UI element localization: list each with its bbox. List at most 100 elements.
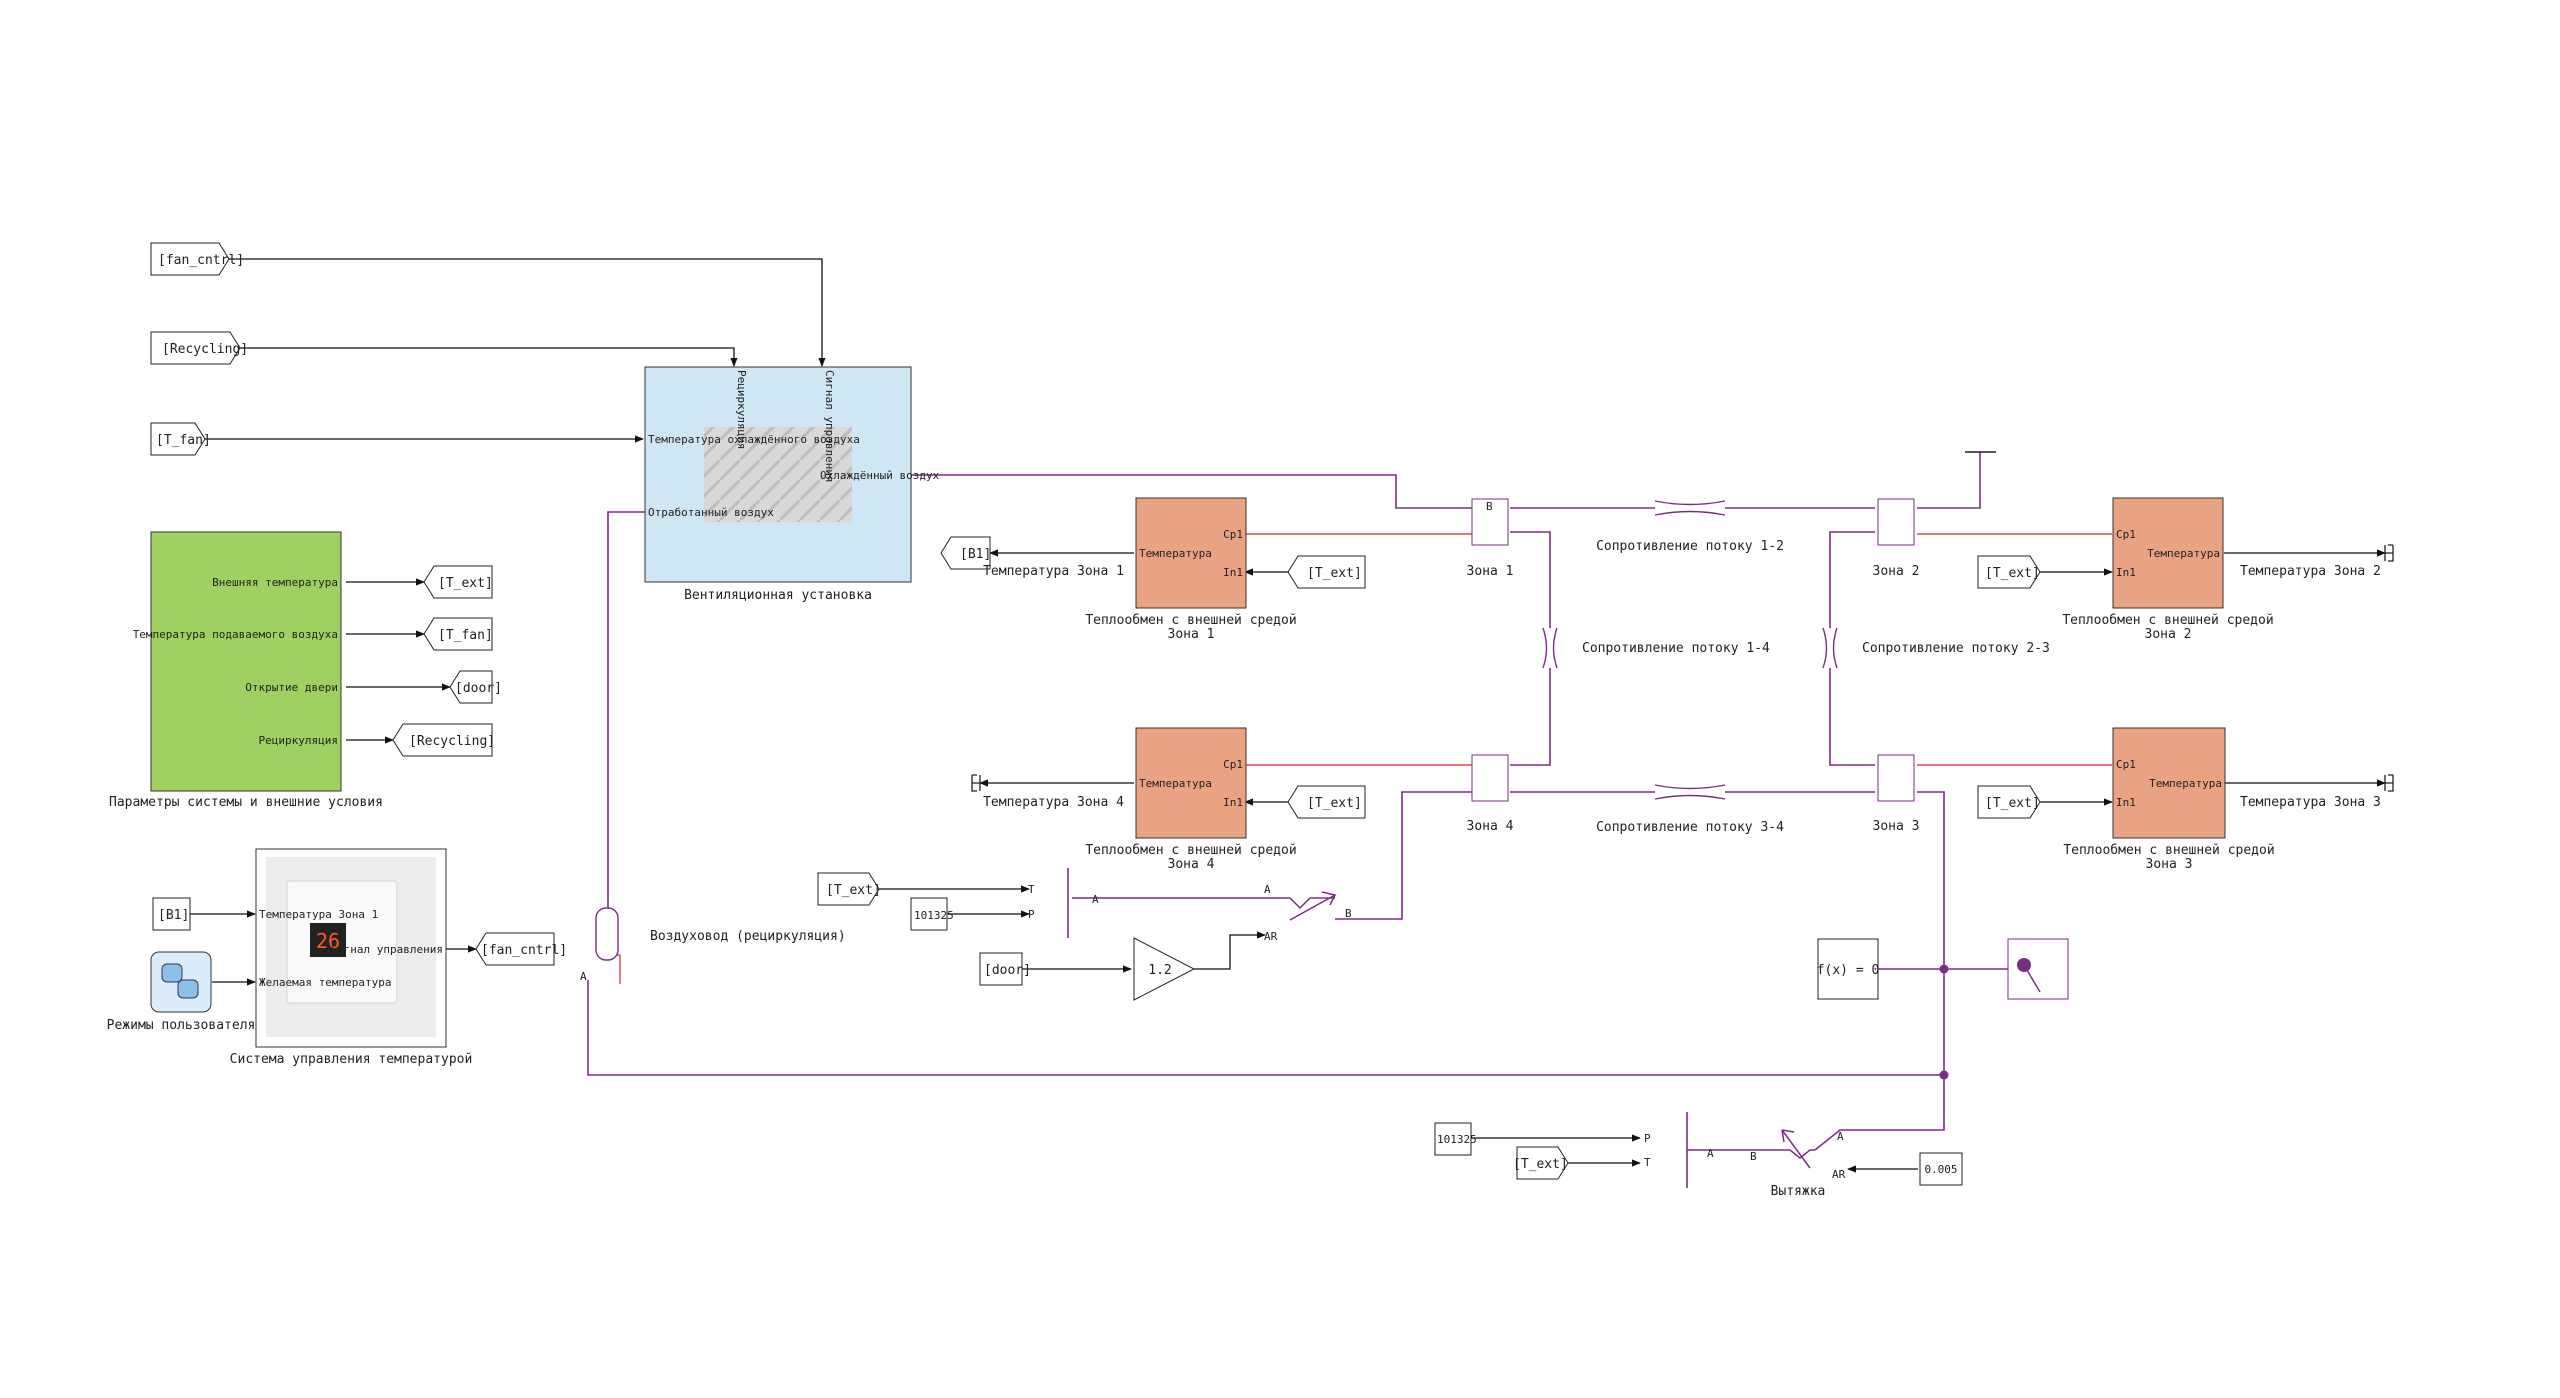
from-tag-fan-cntrl[interactable]: [fan_cntrl] xyxy=(150,242,244,276)
display-value: 26 xyxy=(316,929,340,953)
zone4-block[interactable] xyxy=(1471,754,1509,802)
port-in: In1 xyxy=(2116,566,2136,579)
port-recycling: Рециркуляция xyxy=(735,370,748,449)
from-tag-t-ext-zone1[interactable]: [T_ext] xyxy=(1287,555,1366,589)
parameters-label: Параметры системы и внешние условия xyxy=(109,795,383,810)
from-tag-t-ext-exhaust[interactable]: [T_ext] xyxy=(1513,1146,1569,1180)
from-tag-b1[interactable]: [B1] xyxy=(152,897,191,931)
goto-tag-t-fan[interactable]: [T_fan] xyxy=(423,617,493,651)
resistance-1-2[interactable] xyxy=(1654,500,1726,516)
temp-label-zone1: Температура Зона 1 xyxy=(983,564,1124,579)
from-tag-t-fan[interactable]: [T_fan] xyxy=(150,422,211,456)
port-p: P xyxy=(1028,908,1035,921)
recirculation-duct[interactable] xyxy=(595,907,619,961)
resistance-3-4[interactable] xyxy=(1654,784,1726,800)
zone3-block[interactable] xyxy=(1877,754,1915,802)
goto-tag-recycling[interactable]: [Recycling] xyxy=(392,723,495,757)
port-a: A xyxy=(1707,1147,1714,1160)
from-tag-t-ext-zone3[interactable]: [T_ext] xyxy=(1977,785,2041,819)
port-cp: Cp1 xyxy=(1223,528,1243,541)
from-tag-t-ext-zone2[interactable]: [T_ext] xyxy=(1977,555,2041,589)
terminator-zone4 xyxy=(971,774,981,792)
constant-area[interactable]: 0.005 xyxy=(1919,1152,1963,1186)
constant-value: 101325 xyxy=(1437,1133,1477,1146)
gas-properties-block[interactable] xyxy=(2007,938,2069,1000)
from-tag-recycling[interactable]: [Recycling] xyxy=(150,331,248,365)
from-tag-t-ext-zone4[interactable]: [T_ext] xyxy=(1287,785,1366,819)
tag-label: [door] xyxy=(984,963,1031,978)
resistance-1-2-label: Сопротивление потоку 1-2 xyxy=(1596,539,1784,554)
heat-exchange-zone3[interactable]: Cp1 In1 Температура xyxy=(2112,727,2226,839)
port-a: A xyxy=(1837,1130,1844,1143)
junction-node xyxy=(1939,964,1949,974)
heat-exchange-zone1[interactable]: Температура Cp1 In1 xyxy=(1135,497,1247,609)
port-a: A xyxy=(1092,893,1099,906)
heat-exchange-zone4[interactable]: Температура Cp1 In1 xyxy=(1135,727,1247,839)
exhaust-label: Вытяжка xyxy=(1771,1184,1826,1199)
port-a: A xyxy=(1264,883,1271,896)
user-modes-chart[interactable] xyxy=(150,951,212,1013)
port-ar: AR xyxy=(1832,1168,1846,1181)
goto-tag-fan-cntrl[interactable]: [fan_cntrl] xyxy=(475,932,567,966)
param-recycling: Рециркуляция xyxy=(259,734,338,747)
resistance-3-4-label: Сопротивление потоку 3-4 xyxy=(1596,820,1784,835)
goto-tag-door[interactable]: [door] xyxy=(449,670,502,704)
heat-exchange-zone2[interactable]: Cp1 In1 Температура xyxy=(2112,497,2224,609)
param-supply-temp: Температура подаваемого воздуха xyxy=(133,628,338,641)
from-tag-door[interactable]: [door] xyxy=(979,952,1031,986)
tag-label: [B1] xyxy=(158,908,189,923)
exhaust-valve-block[interactable] xyxy=(1780,1129,1815,1169)
constant-value: 101325 xyxy=(914,909,954,922)
zone1-label: Зона 1 xyxy=(1467,564,1514,579)
resistance-1-4-label: Сопротивление потоку 1-4 xyxy=(1582,641,1770,656)
gain-block[interactable]: 1.2 xyxy=(1133,937,1196,1001)
zone4-label: Зона 4 xyxy=(1467,819,1514,834)
heat-label-line1: Теплообмен с внешней средой xyxy=(1085,843,1296,858)
control-out-signal: Сигнал управления xyxy=(330,943,443,956)
gas-network xyxy=(587,451,2010,1151)
tag-label: [fan_cntrl] xyxy=(481,943,567,958)
resistance-2-3[interactable] xyxy=(1822,627,1838,669)
port-b: B xyxy=(1486,500,1493,513)
terminator-zone3 xyxy=(2384,774,2394,792)
port-cooled-air: Охлаждённый воздух xyxy=(820,469,940,482)
tag-label: [Recycling] xyxy=(162,342,248,357)
goto-tag-b1[interactable]: [B1] xyxy=(940,536,991,570)
goto-tag-t-ext[interactable]: [T_ext] xyxy=(423,565,493,599)
ventilation-unit-block[interactable]: Температура охлаждённого воздуха Охлаждё… xyxy=(644,366,940,583)
constant-pressure-exhaust[interactable]: 101325 xyxy=(1434,1122,1477,1156)
from-tag-t-ext-inlet[interactable]: [T_ext] xyxy=(817,872,881,906)
port-cp: Cp1 xyxy=(2116,528,2136,541)
temp-label-zone4: Температура Зона 4 xyxy=(983,795,1124,810)
temp-label-zone2: Температура Зона 2 xyxy=(2240,564,2381,579)
zone1-block[interactable]: B xyxy=(1471,498,1509,546)
port-exhaust-air: Отработанный воздух xyxy=(648,506,774,519)
constant-pressure-inlet[interactable]: 101325 xyxy=(910,897,954,931)
ventilation-unit-label: Вентиляционная установка xyxy=(684,588,872,603)
tag-label: [T_ext] xyxy=(1307,796,1362,811)
temperature-control-block[interactable]: 26 Температура Зона 1 Желаемая температу… xyxy=(255,848,447,1048)
tag-label: [T_ext] xyxy=(1513,1157,1568,1172)
heat-label-line2: Зона 2 xyxy=(2145,627,2192,642)
control-label: Система управления температурой xyxy=(230,1052,473,1067)
junction-node xyxy=(1939,1070,1949,1080)
port-temp-cool: Температура охлаждённого воздуха xyxy=(648,433,860,446)
heat-label-line1: Теплообмен с внешней средой xyxy=(1085,613,1296,628)
heat-label-line1: Теплообмен с внешней средой xyxy=(2063,843,2274,858)
parameters-block[interactable]: Внешняя температура Температура подаваем… xyxy=(133,531,342,792)
solver-configuration[interactable]: f(x) = 0 xyxy=(1817,938,1880,1000)
param-ext-temp: Внешняя температура xyxy=(212,576,338,589)
tag-label: [T_ext] xyxy=(826,883,881,898)
port-in: In1 xyxy=(1223,566,1243,579)
tag-label: [T_fan] xyxy=(156,433,211,448)
port-t: T xyxy=(1028,883,1035,896)
terminator-zone2 xyxy=(2384,544,2394,562)
tag-label: [T_fan] xyxy=(438,628,493,643)
zone2-block[interactable] xyxy=(1877,498,1915,546)
port-temperature: Температура xyxy=(1139,777,1212,790)
control-in-desired: Желаемая температура xyxy=(259,976,391,989)
resistance-1-4[interactable] xyxy=(1542,627,1558,669)
door-valve-block[interactable] xyxy=(1265,891,1337,921)
port-in: In1 xyxy=(2116,796,2136,809)
thermal-lines xyxy=(612,533,2112,984)
